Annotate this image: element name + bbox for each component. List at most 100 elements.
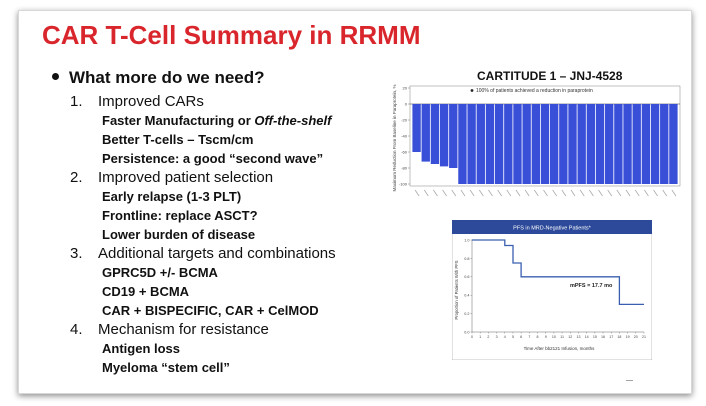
pfs-xtick-label: 17 xyxy=(609,335,613,339)
list-subitem: Early relapse (1-3 PLT) xyxy=(102,189,242,204)
pfs-header-bar xyxy=(452,220,652,234)
list-subitem: Persistence: a good “second wave” xyxy=(102,151,324,166)
waterfall-xtick-mark xyxy=(589,189,594,197)
main-bullet-text: What more do we need? xyxy=(69,68,265,87)
waterfall-xtick-mark xyxy=(607,189,613,197)
list-subitem: CD19 + BCMA xyxy=(102,284,190,299)
list-subitem: GPRC5D +/- BCMA xyxy=(102,265,218,280)
pfs-xtick-label: 12 xyxy=(568,335,572,339)
waterfall-xtick-mark xyxy=(552,189,558,197)
list-subitem: Myeloma “stem cell” xyxy=(102,360,230,375)
pfs-xtick-label: 16 xyxy=(601,335,605,339)
list-item: 1.Improved CARs xyxy=(70,93,204,110)
waterfall-bar xyxy=(485,104,495,184)
waterfall-xtick-mark xyxy=(625,189,631,197)
main-bullet: What more do we need? xyxy=(52,68,265,88)
pfs-xtick-label: 5 xyxy=(512,335,514,339)
pfs-ytick-label: 0.8 xyxy=(464,257,469,261)
waterfall-xtick-mark xyxy=(506,189,512,197)
waterfall-xtick-mark xyxy=(616,189,622,197)
pfs-ytick-label: 0.6 xyxy=(464,275,469,279)
pfs-xtick-label: 14 xyxy=(585,335,589,339)
waterfall-xtick-mark xyxy=(497,189,502,197)
waterfall-ytick-label: 0 xyxy=(405,102,408,107)
waterfall-xtick-mark xyxy=(488,189,493,197)
pfs-xlabel: Time After bb2121 Infusion, months xyxy=(524,346,596,351)
waterfall-xtick-mark xyxy=(478,189,484,197)
list-subitem: Frontline: replace ASCT? xyxy=(102,208,258,223)
waterfall-chart: Maximum Reduction From Baseline in Parap… xyxy=(392,84,681,197)
list-subitem: Faster Manufacturing or Off-the-shelf xyxy=(102,113,332,128)
pfs-ytick-label: 1.0 xyxy=(464,238,469,242)
waterfall-bar xyxy=(513,104,522,184)
pfs-curve xyxy=(472,239,644,306)
waterfall-bar xyxy=(504,104,513,184)
waterfall-xtick-mark xyxy=(561,189,567,197)
pfs-xtick-label: 10 xyxy=(552,335,556,339)
waterfall-xtick-mark xyxy=(433,189,438,197)
waterfall-bar xyxy=(595,104,605,184)
waterfall-legend: 100% of patients achieved a reduction in… xyxy=(476,88,593,94)
waterfall-ylabel: Maximum Reduction From Baseline in Parap… xyxy=(392,84,397,191)
pfs-xtick-label: 20 xyxy=(634,335,638,339)
waterfall-ytick-label: 20 xyxy=(403,86,408,91)
pfs-title: PFS in MRD-Negative Patients* xyxy=(513,226,591,232)
waterfall-xtick-mark xyxy=(442,189,447,197)
waterfall-bar xyxy=(522,104,531,184)
waterfall-xtick-mark xyxy=(423,189,429,197)
pfs-xtick-label: 3 xyxy=(496,335,498,339)
pfs-xtick-label: 1 xyxy=(479,335,481,339)
waterfall-xtick-mark xyxy=(524,189,530,197)
pfs-xtick-label: 15 xyxy=(593,335,597,339)
waterfall-bar xyxy=(458,104,467,184)
slide-title: CAR T-Cell Summary in RRMM xyxy=(42,20,421,50)
waterfall-ytick-label: -80 xyxy=(401,166,408,171)
legend-marker-icon xyxy=(470,89,474,92)
waterfall-xtick-mark xyxy=(579,189,585,197)
waterfall-xtick-mark xyxy=(460,189,466,197)
waterfall-xtick-mark xyxy=(662,189,668,197)
list-subitem: Lower burden of disease xyxy=(102,227,256,242)
waterfall-bar xyxy=(540,104,550,184)
waterfall-xtick-mark xyxy=(515,189,521,197)
needs-list: 1.Improved CARs Faster Manufacturing or … xyxy=(70,92,336,377)
list-item: 3.Additional targets and combinations xyxy=(70,245,336,262)
pfs-chart: PFS in MRD-Negative Patients* Proportion… xyxy=(452,220,652,360)
waterfall-xtick-mark xyxy=(469,189,475,197)
waterfall-bar xyxy=(641,104,651,184)
pfs-xtick-label: 21 xyxy=(642,335,646,339)
pfs-ytick-label: 0.0 xyxy=(464,330,469,334)
waterfall-xtick-mark xyxy=(653,189,658,197)
footer-mark: — xyxy=(626,377,633,384)
waterfall-xtick-mark xyxy=(644,189,649,197)
waterfall-bar xyxy=(623,104,632,184)
list-item: 2.Improved patient selection xyxy=(70,169,274,186)
waterfall-bar xyxy=(632,104,641,184)
pfs-xtick-label: 11 xyxy=(560,335,564,339)
waterfall-bar xyxy=(476,104,485,184)
waterfall-title: CARTITUDE 1 – JNJ-4528 xyxy=(477,69,623,83)
pfs-xtick-label: 19 xyxy=(626,335,630,339)
waterfall-xtick-mark xyxy=(543,189,548,197)
waterfall-bar xyxy=(412,104,421,152)
waterfall-bar xyxy=(669,104,678,184)
waterfall-xtick-mark xyxy=(533,189,539,197)
waterfall-bar xyxy=(614,104,623,184)
pfs-ytick-label: 0.4 xyxy=(464,294,469,298)
waterfall-xtick-mark xyxy=(671,189,677,197)
waterfall-bar xyxy=(549,104,559,184)
waterfall-bar xyxy=(577,104,586,184)
list-item: 4.Mechanism for resistance xyxy=(70,321,269,338)
waterfall-bar xyxy=(650,104,660,184)
waterfall-xtick-mark xyxy=(570,189,576,197)
pfs-xtick-label: 4 xyxy=(504,335,506,339)
list-subitem: Better T-cells – Tscm/cm xyxy=(102,132,254,147)
pfs-xtick-label: 7 xyxy=(528,335,530,339)
waterfall-ytick-label: -100 xyxy=(399,182,408,187)
pfs-annotation: mPFS = 17.7 mo xyxy=(570,283,613,289)
waterfall-ytick-label: -60 xyxy=(401,150,408,155)
pfs-xtick-label: 18 xyxy=(617,335,621,339)
waterfall-bar xyxy=(605,104,614,184)
pfs-xtick-label: 6 xyxy=(520,335,522,339)
waterfall-bar xyxy=(421,104,430,162)
